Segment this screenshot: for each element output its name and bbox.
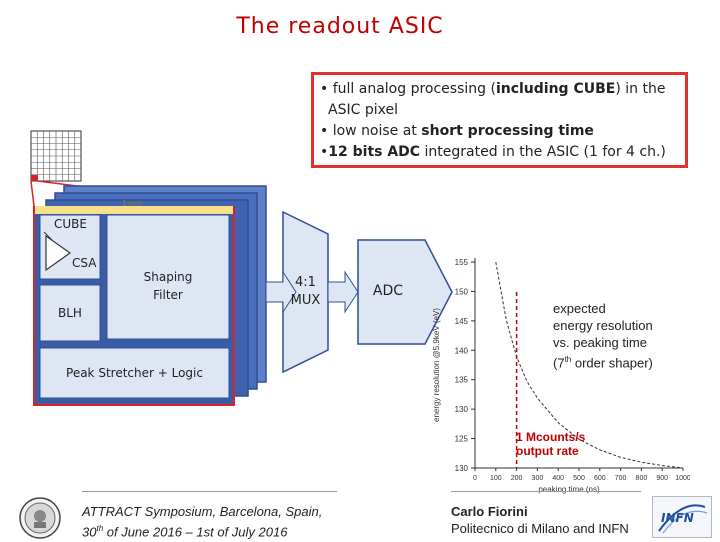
footer-rule-right xyxy=(451,491,641,492)
y-tick-label: 130 xyxy=(455,464,469,473)
mux-ratio-label: 4:1 xyxy=(295,275,316,290)
blh-label: BLH xyxy=(58,306,82,320)
x-tick-label: 800 xyxy=(636,475,648,482)
y-tick-label: 150 xyxy=(455,287,469,296)
rate-annotation: 1 Mcounts/s output rate xyxy=(516,430,586,458)
y-tick-label: 135 xyxy=(455,376,469,385)
bullet-1-cont: ASIC pixel xyxy=(328,102,398,118)
y-tick-label: 155 xyxy=(455,258,469,267)
university-seal-icon xyxy=(19,497,61,539)
footer-event: ATTRACT Symposium, Barcelona, Spain, 30t… xyxy=(82,504,323,540)
bullet-box: • full analog processing (including CUBE… xyxy=(311,72,688,168)
x-tick-label: 500 xyxy=(573,475,585,482)
y-axis-label: energy resolution @5.9keV (eV) xyxy=(432,308,441,422)
asic-block-diagram xyxy=(30,130,453,406)
y-tick-label: 125 xyxy=(455,435,469,444)
csa-label: CSA xyxy=(72,256,97,270)
x-tick-label: 400 xyxy=(552,475,564,482)
adc-label: ADC xyxy=(372,283,404,299)
x-tick-label: 600 xyxy=(594,475,606,482)
infn-logo-icon xyxy=(658,504,708,534)
x-tick-label: 0 xyxy=(473,475,477,482)
x-tick-label: 100 xyxy=(490,475,502,482)
footer-author: Carlo Fiorini Politecnico di Milano and … xyxy=(451,504,629,536)
channel-front-blocks xyxy=(39,214,230,399)
arrow-to-mux-icon xyxy=(265,270,297,314)
bullet-1: • full analog processing (including CUBE… xyxy=(320,81,666,97)
chart-annotation: expected energy resolution vs. peaking t… xyxy=(553,301,653,371)
cube-label: CUBE xyxy=(54,217,87,231)
pixel-matrix-icon xyxy=(30,130,233,207)
mux-label: MUX xyxy=(290,293,321,308)
y-tick-label: 145 xyxy=(455,317,469,326)
x-tick-label: 300 xyxy=(532,475,544,482)
x-tick-label: 200 xyxy=(511,475,523,482)
bullet-2: • low noise at short processing time xyxy=(320,123,594,139)
filter-label: Filter xyxy=(153,288,183,302)
x-tick-label: 700 xyxy=(615,475,627,482)
x-tick-label: 1000 xyxy=(675,475,690,482)
adc-shape xyxy=(357,239,453,345)
y-tick-label: 140 xyxy=(455,346,469,355)
infn-logo: INFN xyxy=(652,496,712,538)
mux-shape xyxy=(282,210,329,374)
slide-title: The readout ASIC xyxy=(236,14,444,39)
peak-stretcher-label: Peak Stretcher + Logic xyxy=(66,366,203,380)
footer-rule-left xyxy=(82,491,337,492)
x-tick-label: 900 xyxy=(656,475,668,482)
x-axis-label: peaking time (ns) xyxy=(538,485,600,494)
scale-label: 1mm xyxy=(122,199,143,208)
resolution-curve xyxy=(495,261,684,469)
arrow-to-adc-icon xyxy=(327,270,359,314)
resolution-chart: 130 125 130 135 140 145 150 155 0 100 200 300 400 500… xyxy=(432,258,690,494)
y-tick-label: 130 xyxy=(455,405,469,414)
bullet-3: •12 bits ADC integrated in the ASIC (1 f… xyxy=(320,144,666,160)
shaping-label: Shaping xyxy=(143,270,193,284)
